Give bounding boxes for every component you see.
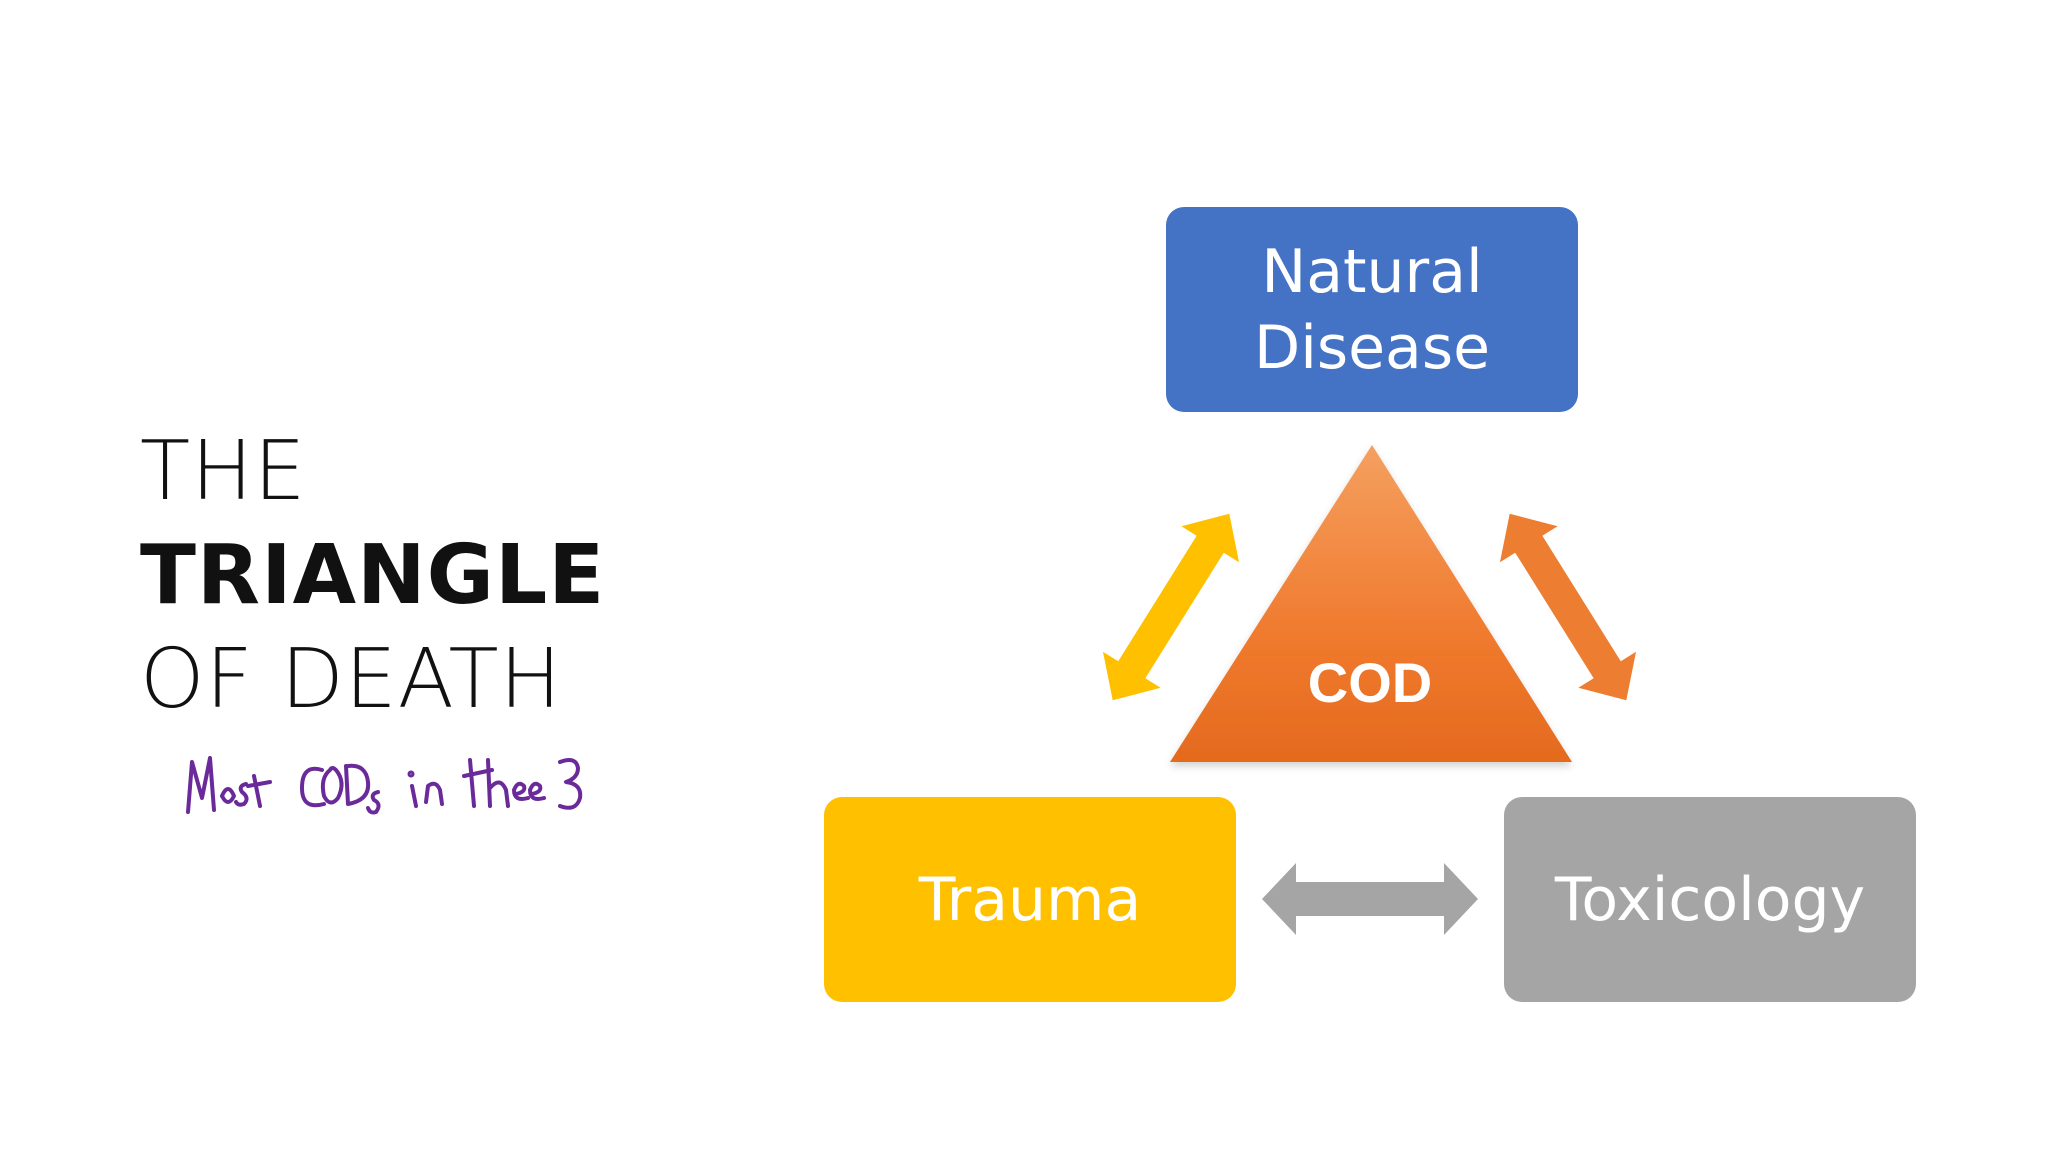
node-natural-disease-label: Natural Disease xyxy=(1254,236,1490,383)
node-trauma: Trauma xyxy=(824,797,1236,1002)
arrow-natural-toxicology xyxy=(1499,513,1637,701)
node-toxicology: Toxicology xyxy=(1504,797,1916,1002)
node-trauma-label: Trauma xyxy=(918,864,1142,935)
cod-center-label: COD xyxy=(1307,651,1433,714)
handwritten-annotation xyxy=(186,756,583,815)
arrow-trauma-natural xyxy=(1102,513,1240,701)
arrow-trauma-toxicology xyxy=(1262,863,1478,935)
node-natural-disease: Natural Disease xyxy=(1166,207,1578,412)
cod-triangle xyxy=(1170,445,1572,762)
title-line-triangle: TRIANGLE xyxy=(140,528,606,623)
title-line-the: THE xyxy=(140,424,307,519)
node-toxicology-label: Toxicology xyxy=(1554,864,1866,935)
slide-title: THE TRIANGLE OF DEATH xyxy=(140,420,605,732)
title-line-of-death: OF DEATH xyxy=(140,632,563,727)
